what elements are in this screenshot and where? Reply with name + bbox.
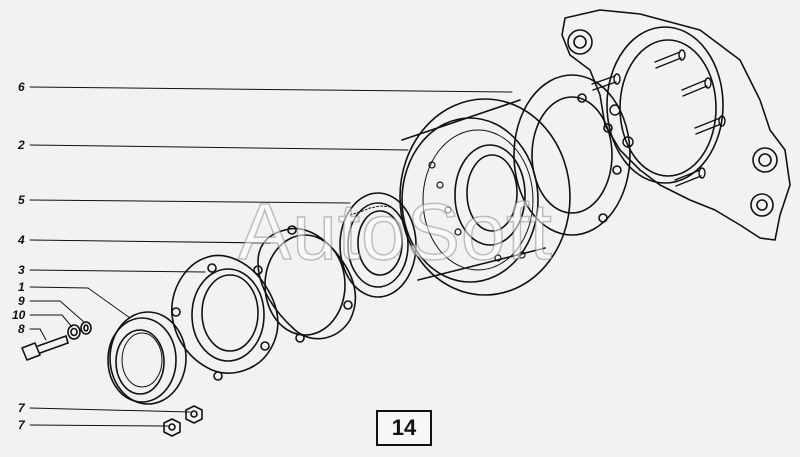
seal-part-1 — [107, 311, 187, 405]
callout-8: 8 — [18, 322, 25, 336]
drum-part-2 — [399, 98, 571, 296]
housing-cover — [561, 9, 791, 241]
figure-number-box: 14 — [376, 410, 432, 446]
callout-3: 3 — [18, 263, 25, 277]
nut-part-7-lower — [163, 418, 181, 437]
callout-7-upper: 7 — [18, 401, 25, 415]
callout-6: 6 — [18, 80, 25, 94]
nut-part-7-upper — [185, 405, 203, 424]
callout-2: 2 — [18, 138, 25, 152]
leader-lines — [29, 86, 513, 427]
gasket-part-6 — [513, 74, 631, 236]
callout-4: 4 — [18, 233, 25, 247]
callout-1: 1 — [18, 280, 25, 294]
figure-number: 14 — [391, 415, 417, 440]
washer-part-10 — [67, 324, 81, 340]
callout-10: 10 — [12, 308, 26, 322]
drum-holes — [428, 161, 526, 262]
callout-7-lower: 7 — [18, 418, 25, 432]
bolt-part-8 — [21, 335, 69, 361]
flange-part-3 — [171, 254, 279, 381]
washer-part-9 — [80, 321, 92, 335]
callout-9: 9 — [18, 294, 25, 308]
toothed-ring-part-5 — [339, 192, 417, 298]
callout-5: 5 — [18, 193, 25, 207]
